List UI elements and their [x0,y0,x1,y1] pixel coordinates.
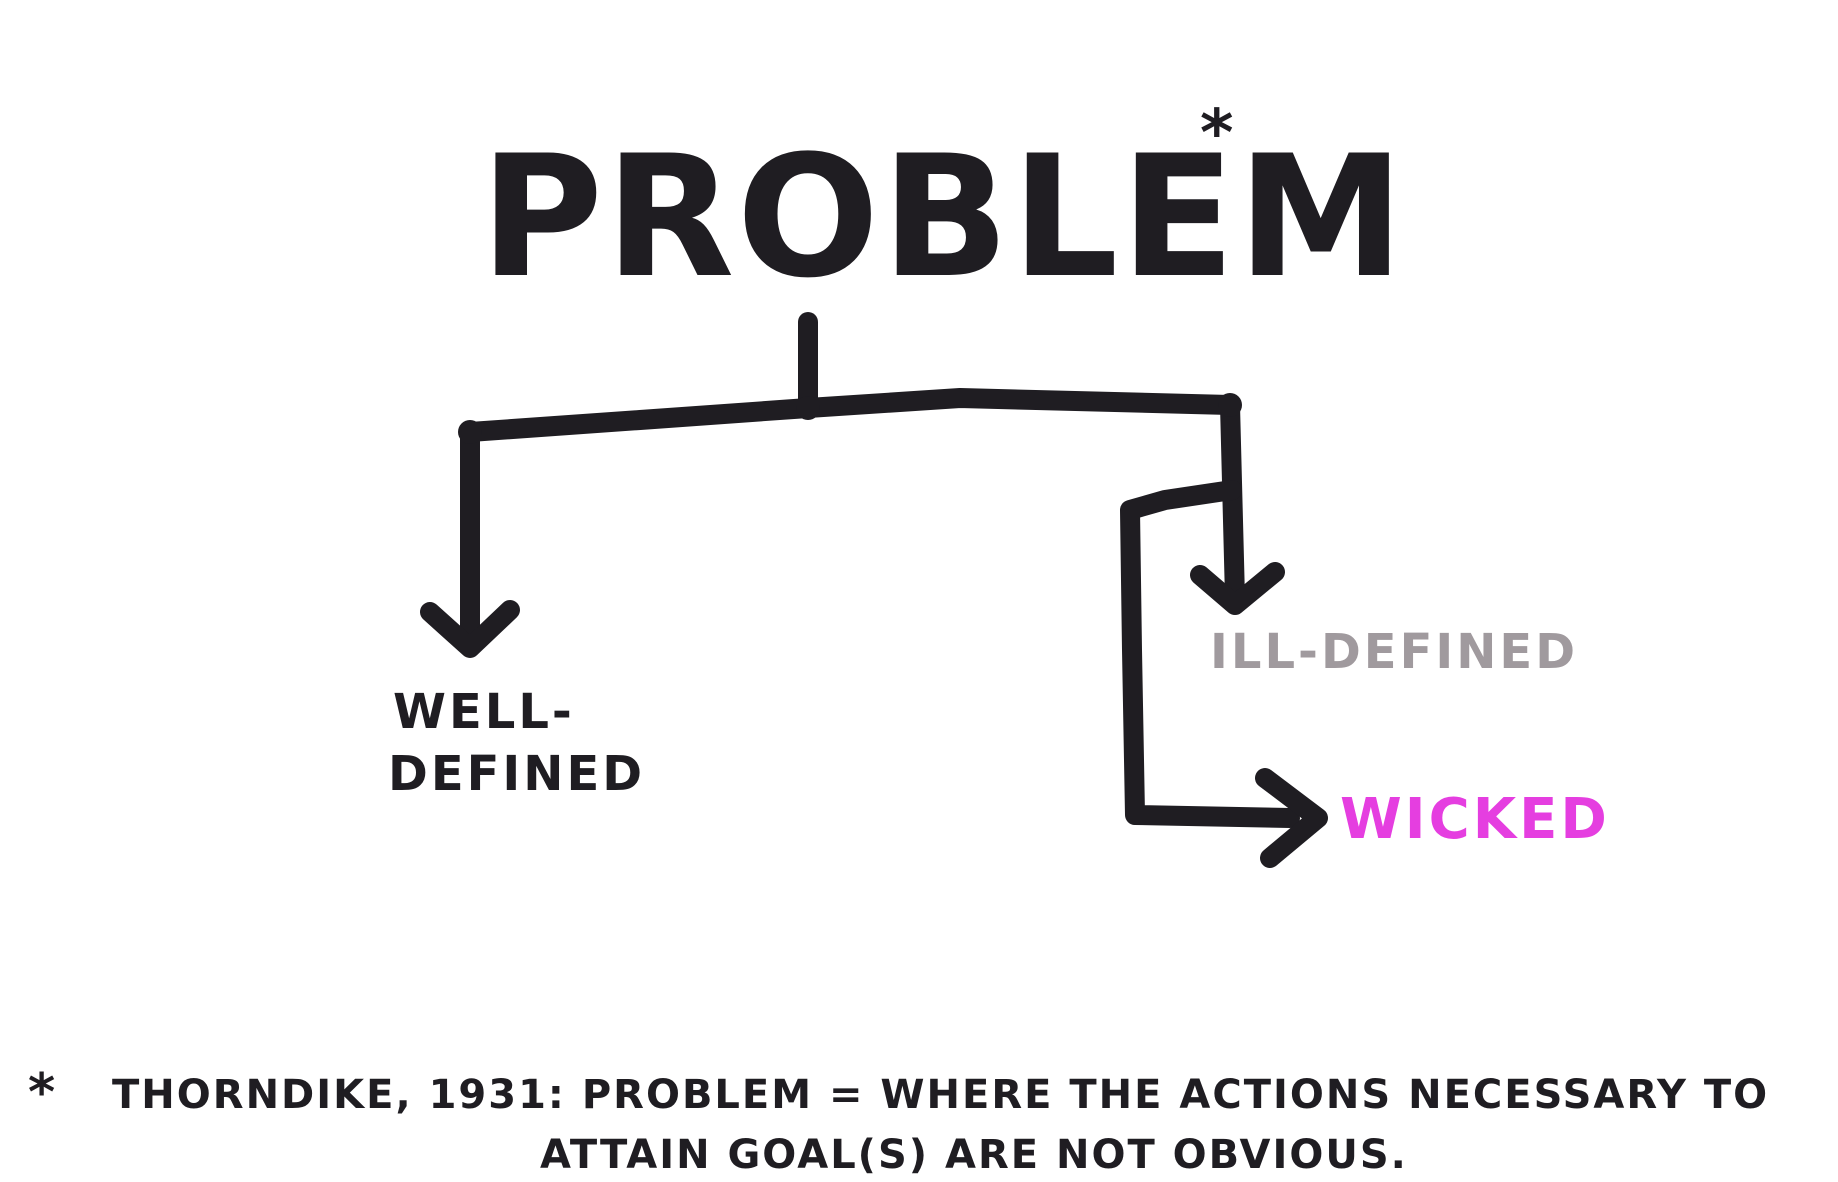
left-node-dot [458,420,482,444]
right-branch-line [1220,395,1245,608]
well-defined-label-line1: WELL- [393,684,575,740]
right-arrowhead [1190,562,1285,615]
wicked-arrowhead [1255,768,1328,868]
wicked-branch-line [1120,480,1300,828]
well-defined-label-line2: DEFINED [388,746,645,802]
title-asterisk: * [1200,97,1233,171]
left-arrowhead [420,600,520,658]
diagram-title: PROBLEM [480,119,1406,315]
footnote-asterisk: * [28,1063,57,1123]
wicked-label: WICKED [1340,787,1610,852]
footnote-line1: THORNDIKE, 1931: PROBLEM = WHERE THE ACT… [112,1072,1769,1118]
footnote-line2: ATTAIN GOAL(S) ARE NOT OBVIOUS. [540,1132,1408,1178]
ill-defined-label: ILL-DEFINED [1210,624,1578,680]
center-node-dot [796,396,820,420]
right-node-dot [1218,393,1242,417]
branch-bar [460,388,1240,442]
